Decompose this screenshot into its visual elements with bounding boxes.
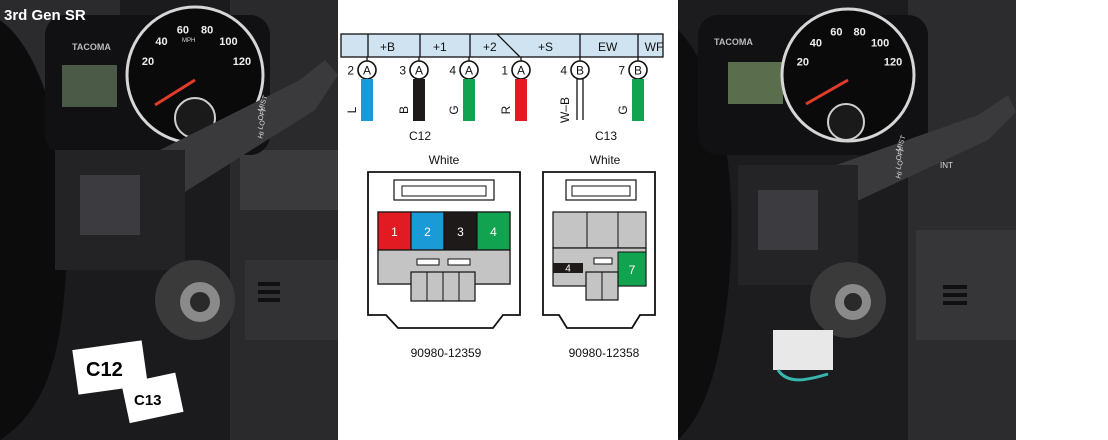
c12-cavity — [476, 211, 511, 251]
wiper-stalk[interactable] — [140, 60, 338, 195]
pin-number: 4 — [560, 64, 567, 78]
pin-connector-letter: B — [634, 64, 642, 78]
connector-c13-color: White — [590, 153, 621, 167]
header-label: EW — [598, 40, 618, 54]
c12-cavity-number: 1 — [391, 225, 398, 239]
connector-c12-part: 90980-12359 — [411, 346, 482, 360]
speed-tick-label: 120 — [884, 57, 902, 69]
wire-color-code: R — [499, 105, 513, 114]
speed-needle — [805, 78, 849, 106]
lcd-display — [62, 65, 117, 107]
connector-c13-part: 90980-12358 — [569, 346, 640, 360]
stalk-mode-label: OFF — [257, 106, 268, 122]
speed-needle — [154, 78, 196, 107]
stalk-mode-label: LO — [257, 119, 267, 131]
gauge-brand: TACOMA — [714, 37, 753, 47]
pin-connector-letter: A — [415, 64, 423, 78]
connector-c12-color: White — [429, 153, 460, 167]
harness-wire — [776, 369, 829, 382]
connector-c12-name: C12 — [409, 129, 431, 143]
wire-bar — [632, 79, 644, 121]
header-bar — [340, 33, 664, 58]
photo-header: 3rd Gen SR — [4, 7, 86, 24]
pin-connector-letter: A — [363, 64, 371, 78]
wire-color-code: L — [345, 106, 359, 113]
stalk-mode-label: OFF — [895, 146, 906, 162]
header-label: +2 — [483, 40, 497, 54]
wire-color-code: G — [616, 105, 630, 114]
wire-color-code: W–B — [558, 97, 572, 123]
wiper-stalk[interactable] — [808, 95, 1016, 210]
speed-tick-label: 100 — [219, 36, 237, 48]
gauge-unit: MPH — [182, 38, 195, 44]
stalk-mode-label: HI — [895, 171, 904, 180]
vent-icon — [258, 282, 280, 302]
header-label: +B — [380, 40, 395, 54]
speed-tick-label: 120 — [233, 56, 251, 68]
header-label: WF — [645, 40, 664, 54]
wire-bar — [361, 79, 373, 121]
tag-c13 — [121, 372, 184, 424]
pin-circle — [570, 60, 590, 80]
wire-bar — [515, 79, 527, 121]
c12-cavity-number: 2 — [424, 225, 431, 239]
tag-c12-label: C12 — [86, 359, 123, 381]
speed-tick-label: 40 — [155, 36, 167, 48]
connector-c12-face: 1 2 3 4 — [367, 171, 521, 329]
gauge-brand: TACOMA — [72, 42, 111, 52]
tag-c13-label: C13 — [134, 392, 162, 409]
wire-bar — [413, 79, 425, 121]
pin-number: 7 — [618, 64, 625, 78]
pin-connector-letter: A — [517, 64, 525, 78]
pin-connector-letter: B — [576, 64, 584, 78]
gauge-hub — [827, 103, 865, 141]
header-label: +1 — [433, 40, 447, 54]
header-dividers — [367, 33, 639, 58]
tag-c12 — [72, 340, 148, 395]
c12-cavity — [443, 211, 478, 251]
pin-number: 4 — [449, 64, 456, 78]
connector-c13-name: C13 — [595, 129, 617, 143]
speed-tick-label: 20 — [142, 56, 154, 68]
lcd-display — [728, 62, 783, 104]
speed-tick-label: 80 — [201, 24, 213, 36]
stalk-int-label: INT — [940, 161, 953, 170]
speedometer — [780, 7, 916, 143]
pin-number: 2 — [347, 64, 354, 78]
c12-cavity-number: 3 — [457, 225, 464, 239]
speed-tick-label: 60 — [177, 24, 189, 36]
stalk-mode-label: LO — [895, 159, 905, 171]
wire-color-code: B — [397, 106, 411, 114]
speed-tick-label: 20 — [797, 57, 809, 69]
header-labels: +B +1 +2 +S EW WF — [380, 40, 663, 54]
c13-cavity-number: 4 — [565, 264, 571, 275]
speed-tick-label: 60 — [830, 26, 842, 38]
header-label: +S — [538, 40, 553, 54]
speed-tick-label: 100 — [871, 37, 889, 49]
harness-tap — [773, 330, 833, 370]
pin-connector-letter: A — [465, 64, 473, 78]
c13-cavity-number: 7 — [629, 263, 636, 277]
vent-icon — [943, 285, 967, 305]
pin-number: 1 — [501, 64, 508, 78]
pin-number: 3 — [399, 64, 406, 78]
speed-tick-label: 40 — [810, 37, 822, 49]
wire-bar — [463, 79, 475, 121]
speed-tick-label: 80 — [853, 26, 865, 38]
stalk-mode-label: HI — [257, 131, 266, 140]
c12-cavity-number: 4 — [490, 225, 497, 239]
wire-color-code: G — [447, 105, 461, 114]
